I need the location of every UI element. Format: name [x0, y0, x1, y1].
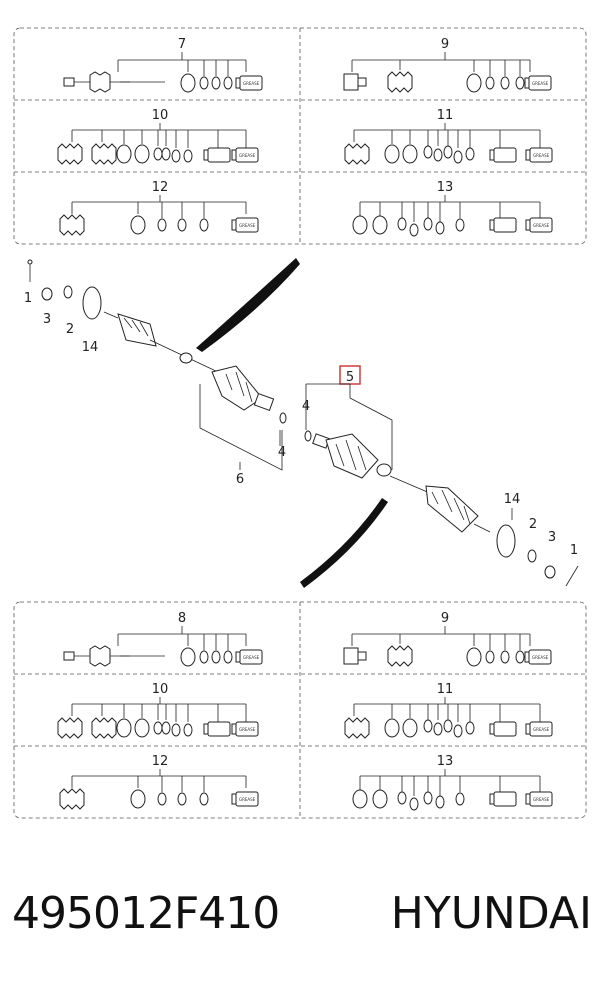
brand-name: HYUNDAI [390, 887, 592, 939]
kit-label-7: 7 [178, 37, 186, 52]
callout-left-14: 14 [82, 340, 99, 355]
cotter-pin-right [565, 565, 579, 587]
callout-left-3: 3 [43, 312, 51, 327]
kit-label-13-lower: 13 [437, 754, 454, 769]
grease-text: GREASE [532, 655, 549, 660]
kit-13-lower-group: 13 GREASE [352, 754, 553, 811]
kit-13-group: 13 GREASE [352, 180, 553, 237]
callout-left-6: 6 [236, 472, 244, 487]
washer-left [63, 285, 73, 299]
callout-left-2: 2 [66, 322, 74, 337]
driveshaft-left [103, 311, 275, 412]
tone-ring-left [82, 286, 102, 320]
kit-label-10-lower: 10 [152, 682, 169, 697]
grease-text: GREASE [533, 223, 550, 228]
grease-text: GREASE [533, 153, 550, 158]
kit-9-lower-group: 9 GREASE [343, 611, 552, 667]
kit-label-11-lower: 11 [437, 682, 454, 697]
kit-11-lower-group: 11 GREASE [344, 682, 553, 739]
grease-text: GREASE [532, 81, 549, 86]
snap-ring-right [304, 430, 312, 442]
kit-9-group: 9 GREASE [343, 37, 552, 93]
part-number: 495012F410 [12, 887, 280, 939]
washer-right [527, 549, 537, 563]
kit-12-lower-group: 12 GREASE [59, 754, 259, 810]
grease-text: GREASE [239, 153, 256, 158]
kit-7-group: 7 GREASE [63, 37, 263, 93]
kit-8-group: 8 GREASE [63, 611, 263, 667]
kit-12-group: 12 GREASE [59, 180, 259, 236]
callout-right-4: 4 [302, 399, 310, 414]
kit-label-12-lower: 12 [152, 754, 169, 769]
kit-10-group: 10 GREASE [57, 108, 259, 165]
kit-label-11: 11 [437, 108, 454, 123]
kit-label-13: 13 [437, 180, 454, 195]
upper-kit-table: 7 GREASE 9 GREASE 10 [13, 27, 587, 245]
nut-right [544, 565, 556, 579]
grease-text: GREASE [239, 797, 256, 802]
lower-kit-table: 8 GREASE 9 GREASE 10 [13, 601, 587, 819]
arrow-lower [300, 498, 388, 588]
grease-text: GREASE [243, 81, 260, 86]
tone-ring-right [496, 524, 516, 558]
kit-label-12: 12 [152, 180, 169, 195]
callout-right-5: 5 [346, 370, 354, 385]
grease-text: GREASE [239, 223, 256, 228]
kit-10-lower-group: 10 GREASE [57, 682, 259, 739]
callout-left-1: 1 [24, 291, 32, 306]
grease-text: GREASE [533, 797, 550, 802]
callout-right-3: 3 [548, 530, 556, 545]
grease-text: GREASE [243, 655, 260, 660]
kit-label-9: 9 [441, 37, 449, 52]
kit-label-10: 10 [152, 108, 169, 123]
driveshaft-right [312, 433, 491, 533]
kit-label-9-lower: 9 [441, 611, 449, 626]
nut-left [41, 287, 53, 301]
kit-label-8: 8 [178, 611, 186, 626]
arrow-upper [196, 258, 300, 352]
kit-11-group: 11 GREASE [344, 108, 553, 165]
callout-right-1: 1 [570, 543, 578, 558]
callout-right-14: 14 [504, 492, 521, 507]
snap-ring-left [279, 412, 287, 424]
exploded-diagram: 7 GREASE 9 GREASE 10 [13, 27, 587, 819]
exploded-view: 1 3 2 14 4 6 5 4 [24, 258, 579, 588]
callout-right-2: 2 [529, 517, 537, 532]
caption: 495012F410 HYUNDAI [12, 878, 592, 948]
grease-text: GREASE [239, 727, 256, 732]
grease-text: GREASE [533, 727, 550, 732]
